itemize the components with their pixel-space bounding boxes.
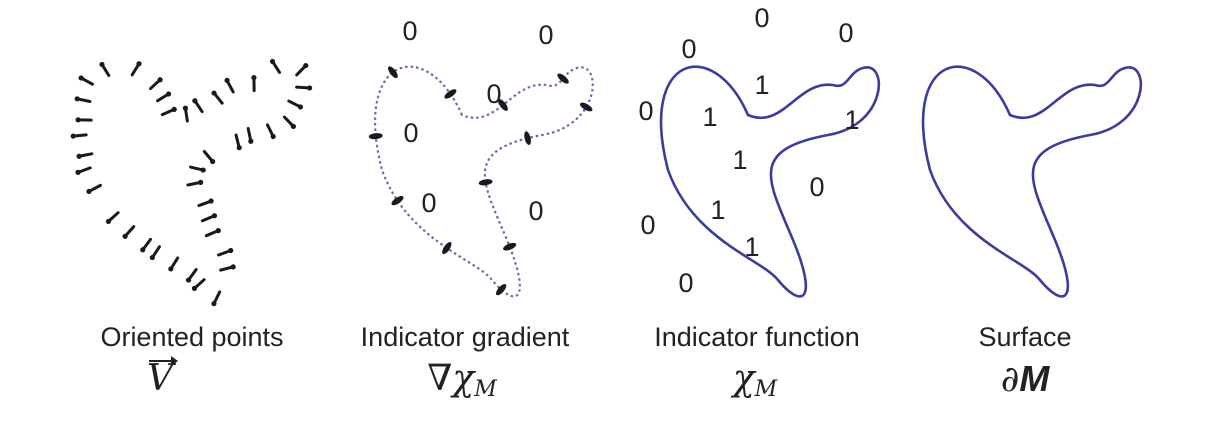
indicator-inside-value: 1 xyxy=(702,102,717,132)
gradient-zero-value: 0 xyxy=(402,16,417,46)
vector-v-symbol: V xyxy=(147,358,173,399)
oriented-point-head xyxy=(172,107,177,112)
oriented-point-head xyxy=(106,219,111,224)
indicator-outside-value: 0 xyxy=(809,172,824,202)
oriented-point-head xyxy=(237,145,242,150)
oriented-point-head xyxy=(211,301,216,306)
indicator-outside-value: 0 xyxy=(754,3,769,33)
gradient-zero-value: 0 xyxy=(421,188,436,218)
indicator-outside-value: 0 xyxy=(640,210,655,240)
oriented-point-head xyxy=(75,96,80,101)
oriented-point-head xyxy=(248,139,253,144)
indicator-function-symbol: χM xyxy=(733,358,777,402)
oriented-point-head xyxy=(158,77,163,82)
oriented-point-head xyxy=(298,104,303,109)
m-symbol: M xyxy=(1019,358,1049,399)
indicator-inside-value: 1 xyxy=(844,105,859,135)
indicator-inside-value: 1 xyxy=(744,232,759,262)
oriented-point-head xyxy=(251,75,256,80)
oriented-point-head xyxy=(212,213,217,218)
oriented-point-head xyxy=(228,248,233,253)
oriented-point-head xyxy=(307,85,312,90)
indicator-inside-value: 1 xyxy=(710,195,725,225)
oriented-point-head xyxy=(86,189,91,194)
oriented-points-label: Oriented points xyxy=(100,322,283,353)
indicator-boundary-curve xyxy=(661,67,879,297)
oriented-point-head xyxy=(76,154,81,159)
oriented-point-head xyxy=(224,78,229,83)
oriented-point-head xyxy=(209,198,214,203)
indicator-gradient-label: Indicator gradient xyxy=(361,322,570,353)
oriented-points-panel xyxy=(71,59,313,306)
oriented-point-head xyxy=(78,75,83,80)
oriented-point-head xyxy=(210,159,215,164)
oriented-point-head xyxy=(122,234,127,239)
oriented-point-head xyxy=(192,98,197,103)
oriented-points-symbol: V xyxy=(147,358,173,399)
indicator-inside-value: 1 xyxy=(732,145,747,175)
indicator-function-label: Indicator function xyxy=(654,322,860,353)
oriented-point-head xyxy=(140,247,145,252)
oriented-point-head xyxy=(198,180,203,185)
oriented-point-head xyxy=(270,59,275,64)
oriented-point-head xyxy=(303,63,308,68)
gradient-normal-mark xyxy=(478,178,493,186)
subscript-m: M xyxy=(755,377,778,402)
oriented-point-head xyxy=(75,170,80,175)
oriented-point-head xyxy=(168,266,173,271)
surface-panel xyxy=(923,67,1141,297)
oriented-point-head xyxy=(216,228,221,233)
indicator-outside-value: 0 xyxy=(838,18,853,48)
partial-symbol: ∂ xyxy=(1001,359,1020,400)
indicator-inside-value: 1 xyxy=(754,70,769,100)
oriented-point-head xyxy=(136,61,141,66)
oriented-point-head xyxy=(186,277,191,282)
nabla-symbol: ∇ xyxy=(427,358,452,399)
gradient-normal-mark xyxy=(369,132,384,139)
gradient-zero-value: 0 xyxy=(538,20,553,50)
gradient-normal-mark xyxy=(440,241,453,256)
oriented-point-head xyxy=(231,264,236,269)
gradient-zero-value: 0 xyxy=(528,196,543,226)
gradient-normal-mark xyxy=(443,87,458,100)
indicator-gradient-symbol: ∇χM xyxy=(427,358,497,402)
gradient-normal-mark xyxy=(502,241,517,252)
oriented-point-head xyxy=(211,90,216,95)
surface-label: Surface xyxy=(978,322,1071,353)
oriented-point-head xyxy=(291,124,296,129)
oriented-point-head xyxy=(166,91,171,96)
oriented-point-head xyxy=(76,117,81,122)
indicator-gradient-panel: 0 0 0 0 0 0 xyxy=(369,16,594,297)
oriented-point-head xyxy=(71,133,76,138)
oriented-point-head xyxy=(192,286,197,291)
oriented-point-head xyxy=(271,134,276,139)
oriented-point-head xyxy=(150,255,155,260)
oriented-point-head xyxy=(99,62,104,67)
oriented-point-head xyxy=(183,106,188,111)
gradient-normal-mark xyxy=(579,101,594,113)
chi-symbol: χ xyxy=(452,358,474,399)
chi-symbol: χ xyxy=(733,358,755,399)
subscript-m: M xyxy=(474,377,497,402)
gradient-zero-value: 0 xyxy=(403,118,418,148)
indicator-outside-value: 0 xyxy=(681,34,696,64)
surface-symbol: ∂M xyxy=(1001,358,1050,400)
surface-curve xyxy=(923,67,1141,297)
gradient-zero-value: 0 xyxy=(486,79,501,109)
oriented-point-head xyxy=(201,167,206,172)
gradient-normal-mark xyxy=(494,282,508,296)
indicator-outside-value: 0 xyxy=(678,268,693,298)
indicator-outside-value: 0 xyxy=(638,96,653,126)
gradient-normal-mark xyxy=(390,194,405,207)
